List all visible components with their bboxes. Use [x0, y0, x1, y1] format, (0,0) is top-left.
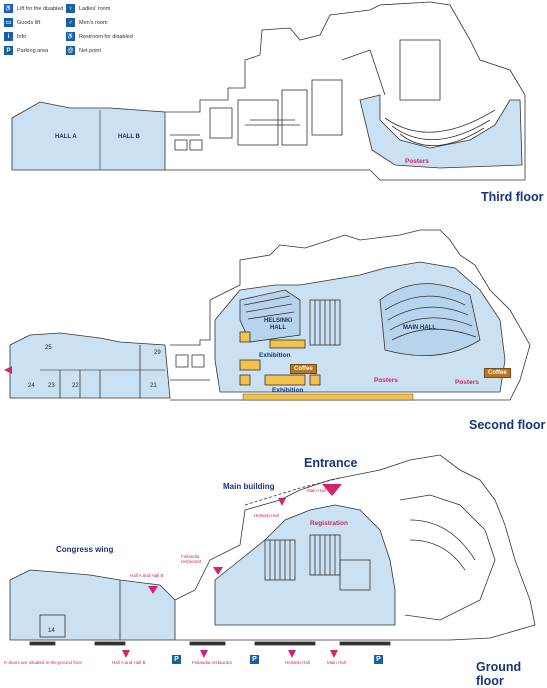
- legend-item: i Info: [4, 32, 26, 41]
- entrance-title: Entrance: [304, 456, 358, 470]
- bottom-main-hall-label: Main Hall: [327, 660, 346, 665]
- legend-item: ♿ Lift for the disabled: [4, 4, 63, 13]
- ground-floor-main-outline: [174, 454, 536, 641]
- legend-label: Parking area: [17, 47, 49, 54]
- restroom-disabled-icon: ♿: [66, 32, 75, 41]
- wheelchair-icon: ♿: [4, 4, 13, 13]
- parking-icon: P: [374, 655, 383, 664]
- legend-label: Net point: [79, 47, 102, 54]
- second-floor-posters-2: Posters: [455, 379, 479, 386]
- ground-floor-title: Ground floor: [476, 660, 522, 688]
- ground-floor-plan: [9, 454, 536, 646]
- legend-item: P Parking area: [4, 46, 48, 55]
- hall-a-label: HALL A: [55, 134, 77, 140]
- third-floor-title: Third floor: [481, 190, 544, 204]
- ladies-room-icon: ♀: [66, 4, 75, 13]
- third-floor-auditorium: [359, 94, 523, 169]
- main-building-label: Main building: [223, 482, 275, 491]
- third-floor-posters-label: Posters: [405, 158, 429, 165]
- second-floor-title: Second floor: [469, 418, 546, 432]
- second-floor-plan: [9, 229, 531, 401]
- helsinki-hall-label: HELSINKI HALL: [263, 318, 292, 331]
- legend-label: Men's room: [79, 19, 108, 26]
- legend-item: ♿ Restroom for disabled: [66, 32, 133, 41]
- third-floor-plan: [11, 1, 526, 181]
- hall-b-label: HALL B: [118, 134, 140, 140]
- parking-icon: P: [250, 655, 259, 664]
- room-14: 14: [48, 628, 55, 634]
- goods-lift-icon: ▭: [4, 18, 13, 27]
- helsinki-hall-door-label: Helsinki Hall: [254, 513, 279, 518]
- room-21: 21: [150, 383, 157, 389]
- registration-label: Registration: [310, 520, 348, 527]
- exhibition-label-1: Exhibition: [259, 352, 291, 359]
- third-floor-main-outline: [165, 1, 526, 181]
- parking-icon: P: [172, 655, 181, 664]
- main-hall-door-label: Main Hall: [307, 488, 326, 493]
- mens-room-icon: ♂: [66, 18, 75, 27]
- info-icon: i: [4, 32, 13, 41]
- legend-label: Ladies' room: [79, 5, 111, 12]
- main-hall-label: MAIN HALL: [403, 325, 436, 331]
- finlandia-restaurant-label: Finlandia restaurant: [181, 554, 202, 564]
- room-29: 29: [154, 350, 161, 356]
- coffee-label-2: Coffee: [484, 368, 511, 378]
- ground-floor-congress-wing: [9, 569, 176, 641]
- exhibition-label-2: Exhibition: [272, 387, 304, 394]
- legend-label: Lift for the disabled: [17, 5, 64, 12]
- exhibition-booth-strip: [242, 393, 414, 401]
- congress-wing-label: Congress wing: [56, 545, 114, 554]
- bottom-hall-ab-label: Hall A and Hall B: [112, 660, 146, 665]
- room-23: 23: [48, 383, 55, 389]
- second-floor-congress-wing: [9, 332, 171, 399]
- hall-ab-area: [11, 101, 166, 171]
- door-markers: [4, 366, 342, 658]
- doors-note: K-doors are situated in the ground floor: [4, 660, 83, 665]
- legend-item: @ Net point: [66, 46, 101, 55]
- net-point-icon: @: [66, 46, 75, 55]
- parking-icon: P: [4, 46, 13, 55]
- room-25: 25: [45, 345, 52, 351]
- room-24: 24: [28, 383, 35, 389]
- legend-label: Goods lift: [17, 19, 41, 26]
- hall-ab-door-label: Hall A and Hall B: [130, 573, 164, 578]
- second-floor-posters-1: Posters: [374, 377, 398, 384]
- legend-label: Info: [17, 33, 27, 40]
- second-floor-main-outline: [170, 229, 531, 401]
- coffee-label-1: Coffee: [290, 364, 317, 374]
- legend-label: Restroom for disabled: [79, 33, 133, 40]
- room-22: 22: [72, 383, 79, 389]
- legend-item: ♂ Men's room: [66, 18, 108, 27]
- bottom-helsinki-hall-label: Helsinki Hall: [285, 660, 310, 665]
- legend-item: ▭ Goods lift: [4, 18, 40, 27]
- bottom-finlandia-label: Finlandia restaurant: [192, 660, 232, 665]
- ground-floor-lobby: [214, 504, 396, 626]
- legend-item: ♀ Ladies' room: [66, 4, 110, 13]
